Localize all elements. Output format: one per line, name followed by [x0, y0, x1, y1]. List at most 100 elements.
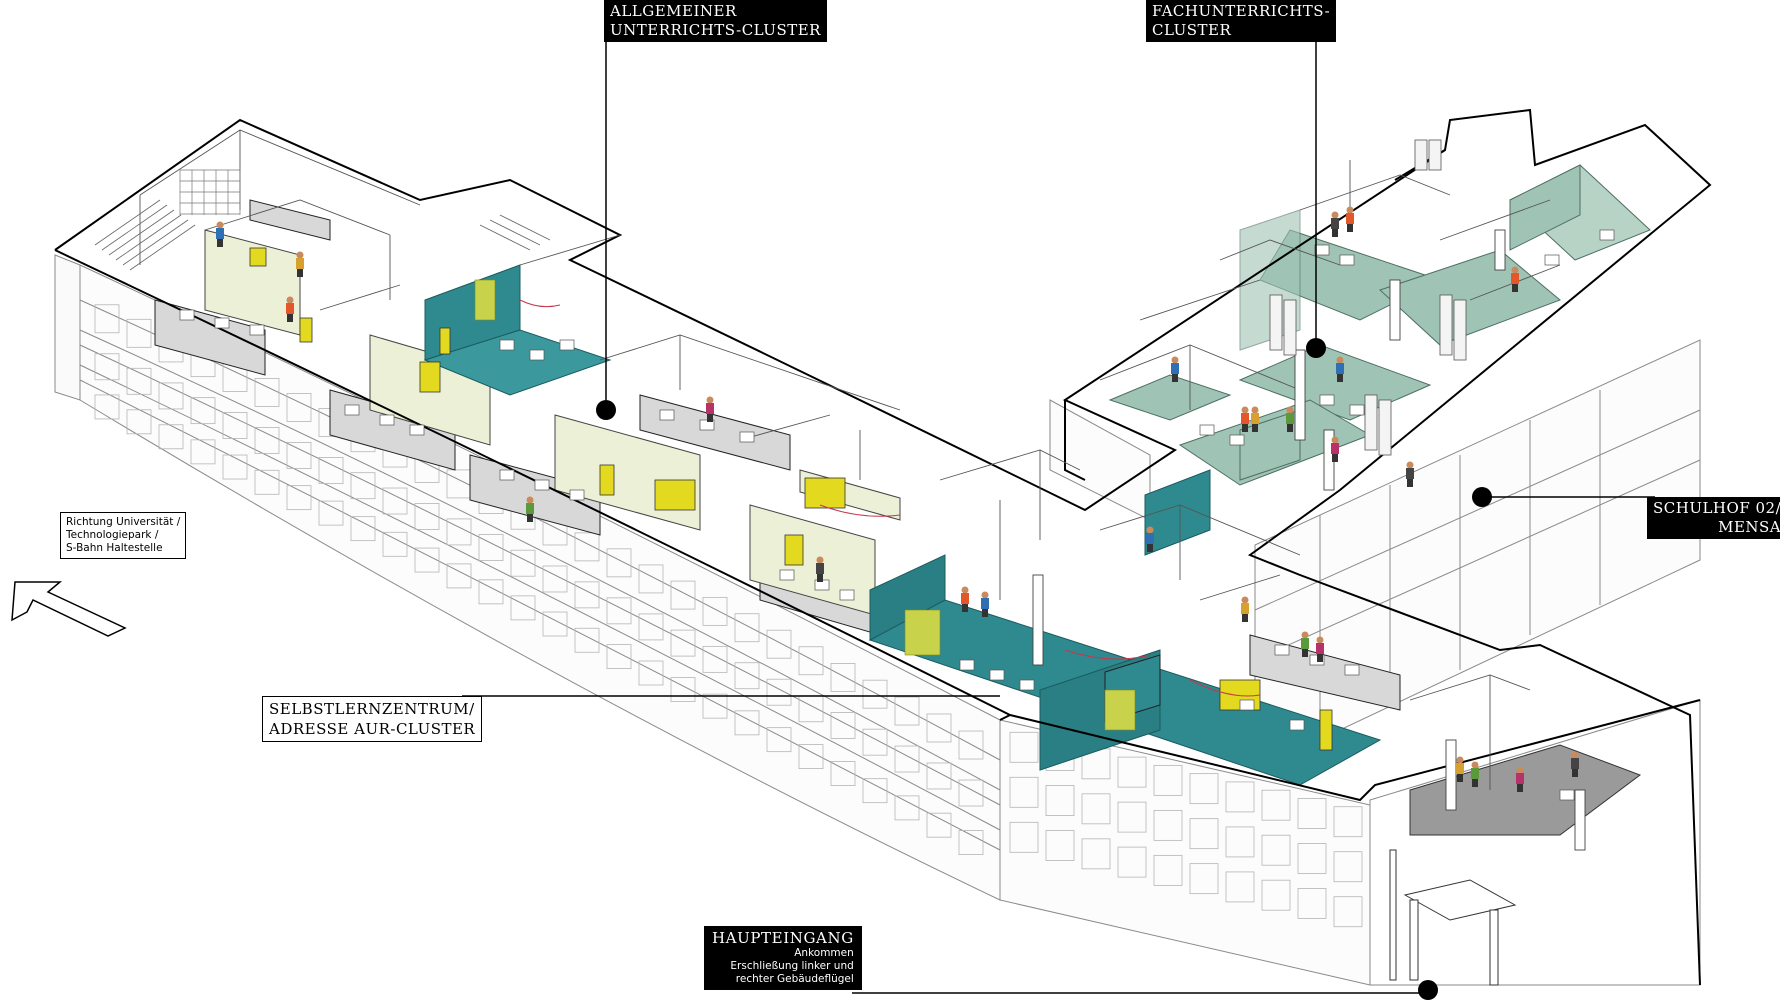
window-pane	[382, 487, 408, 515]
furniture-cube	[1229, 434, 1245, 446]
person-legs	[1332, 454, 1338, 462]
window-pane	[574, 532, 600, 562]
window-pane	[1261, 789, 1291, 821]
window-pane	[414, 503, 440, 530]
window-pane	[830, 712, 856, 739]
furniture-cube	[1019, 679, 1035, 691]
person-legs	[962, 604, 968, 612]
window-pane	[1189, 863, 1219, 895]
window-pane	[1117, 756, 1147, 788]
person-body	[1286, 413, 1294, 424]
label-line: FACHUNTERRICHTS-	[1152, 2, 1331, 20]
person-head	[981, 591, 989, 599]
person-body	[981, 598, 989, 609]
person-head	[216, 221, 224, 229]
person-legs	[1172, 374, 1178, 382]
person-head	[1171, 356, 1179, 364]
window-pane	[1333, 806, 1363, 838]
window-pane	[414, 547, 440, 573]
person-legs	[1337, 374, 1343, 382]
person-legs	[1147, 544, 1153, 552]
person-legs	[1287, 424, 1293, 432]
person-legs	[1572, 769, 1578, 777]
window-pane	[350, 472, 376, 500]
window-pane	[606, 644, 632, 669]
window-pane	[894, 795, 920, 821]
window-pane	[286, 441, 312, 469]
plan-outline	[54, 108, 1712, 986]
person-body	[296, 258, 304, 269]
person-legs	[217, 239, 223, 247]
person-head	[1406, 461, 1414, 469]
person-head	[1316, 636, 1324, 644]
person-body	[1336, 363, 1344, 374]
label-schulhof-mensa: SCHULHOF 02/ MENSA	[1647, 497, 1780, 539]
window-pane	[958, 830, 984, 855]
leader-lines	[462, 40, 1655, 994]
person-body	[961, 593, 969, 604]
person-head	[1241, 406, 1249, 414]
furniture-cube	[499, 339, 515, 351]
window-pane	[1081, 793, 1111, 825]
window-pane	[1297, 843, 1327, 874]
person-body	[526, 503, 534, 514]
person-head	[706, 396, 714, 404]
person-legs	[287, 314, 293, 322]
direction-arrow-icon	[11, 581, 127, 637]
window-pane	[766, 727, 792, 753]
person-head	[1511, 266, 1519, 274]
person-legs	[1317, 654, 1323, 662]
haupteingang-sub-line: Ankommen	[794, 947, 854, 959]
person-legs	[1512, 284, 1518, 292]
window-pane	[958, 730, 984, 760]
window-pane	[574, 581, 600, 609]
person-body	[1241, 603, 1249, 614]
label-line: S-Bahn Haltestelle	[66, 542, 163, 554]
person-head	[1471, 761, 1479, 769]
person-head	[1251, 406, 1259, 414]
window-pane	[350, 516, 376, 542]
window-pane	[446, 518, 472, 546]
person-body	[1346, 213, 1354, 224]
haupteingang-title: HAUPTEINGANG	[712, 929, 854, 947]
furniture-cube	[1289, 719, 1305, 731]
window-pane	[606, 597, 632, 625]
window-pane	[958, 779, 984, 807]
label-line: ADRESSE AUR-CLUSTER	[269, 720, 476, 738]
window-pane	[542, 565, 568, 593]
window-pane	[574, 627, 600, 653]
person-head	[1456, 756, 1464, 764]
window-pane	[222, 412, 248, 439]
window-pane	[158, 382, 184, 410]
window-pane	[158, 424, 184, 450]
furniture-cube	[779, 569, 795, 581]
furniture-cube	[1559, 789, 1575, 801]
label-line: UNTERRICHTS-CLUSTER	[610, 21, 821, 39]
person-head	[1286, 406, 1294, 414]
furniture-cube	[839, 589, 855, 601]
window-pane	[542, 611, 568, 637]
person-body	[1331, 218, 1339, 229]
facade-windows	[94, 304, 1363, 928]
pinboards	[474, 279, 1136, 731]
window-pane	[478, 579, 504, 605]
person-body	[1471, 768, 1479, 779]
window-pane	[126, 409, 152, 435]
window-pane	[286, 485, 312, 511]
person-head	[1241, 596, 1249, 604]
window-pane	[766, 629, 792, 659]
furniture-cube	[1239, 699, 1255, 711]
window-pane	[510, 549, 536, 577]
person-body	[1316, 643, 1324, 654]
person-head	[286, 296, 294, 304]
furniture-cube	[739, 431, 755, 443]
person-body	[1146, 533, 1154, 544]
window-pane	[94, 394, 120, 420]
furniture-cube	[1344, 664, 1360, 676]
furniture-cube	[659, 409, 675, 421]
person-body	[1331, 443, 1339, 454]
window-pane	[1189, 773, 1219, 805]
window-pane	[830, 761, 856, 786]
furniture-cube	[989, 669, 1005, 681]
